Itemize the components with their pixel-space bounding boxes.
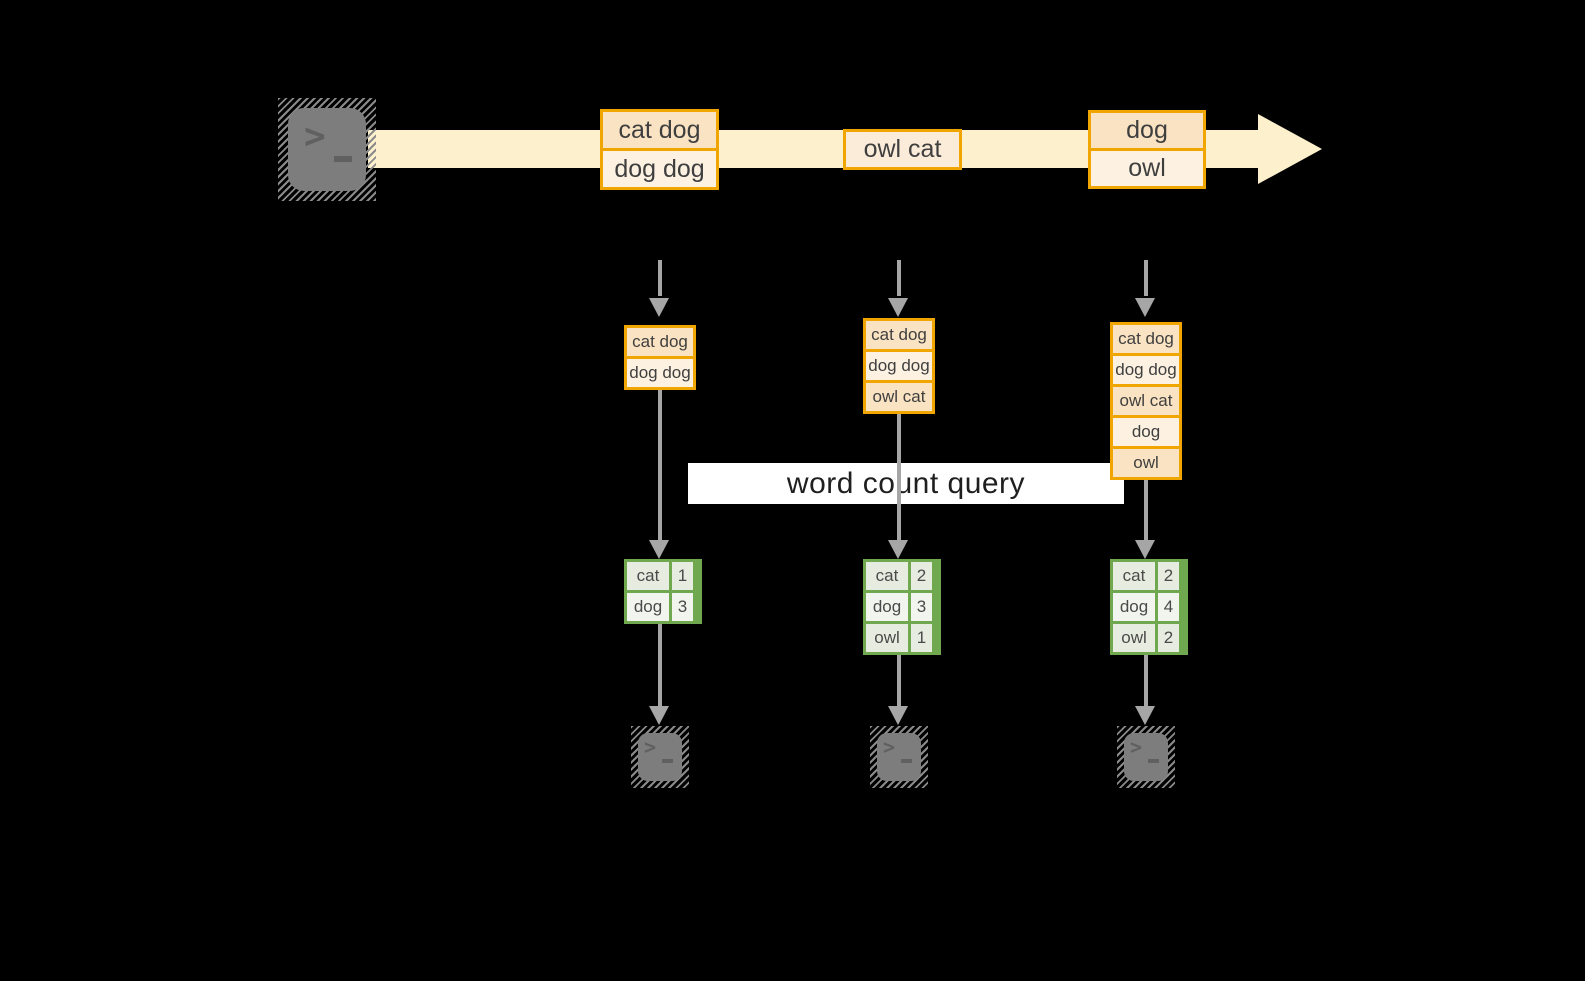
terminal-prompt-glyph: > bbox=[304, 116, 326, 157]
stream-batch-3: dog owl bbox=[1088, 110, 1206, 189]
count-cell: 3 bbox=[911, 593, 932, 621]
count-cell: 2 bbox=[911, 562, 932, 590]
terminal-cursor bbox=[901, 759, 912, 763]
table-row: dog 3 bbox=[627, 593, 699, 621]
count-cell: 1 bbox=[911, 624, 932, 652]
word-cell: dog bbox=[627, 593, 669, 621]
record: cat dog bbox=[627, 328, 693, 356]
word-cell: cat bbox=[1113, 562, 1155, 590]
terminal-icon: > bbox=[638, 733, 682, 781]
arrowhead-icon bbox=[649, 298, 669, 317]
arrowhead-icon bbox=[1135, 706, 1155, 725]
count-cell: 1 bbox=[672, 562, 693, 590]
buffer-stack-1: cat dog dog dog bbox=[624, 325, 696, 390]
source-terminal-icon: > bbox=[278, 98, 376, 201]
count-cell: 3 bbox=[672, 593, 693, 621]
terminal-icon: > bbox=[1124, 733, 1168, 781]
terminal-prompt-glyph: > bbox=[1130, 735, 1143, 759]
arrowhead-icon bbox=[649, 706, 669, 725]
count-table-1: cat 1 dog 3 bbox=[624, 559, 702, 624]
terminal-icon: > bbox=[288, 108, 366, 191]
table-row: cat 2 bbox=[866, 562, 938, 590]
record: dog dog bbox=[866, 352, 932, 380]
table-row: dog 4 bbox=[1113, 593, 1185, 621]
sink-terminal-icon-1: > bbox=[631, 726, 689, 788]
record: owl bbox=[1091, 151, 1203, 186]
dashed-arrow-line bbox=[1144, 260, 1148, 296]
record: dog dog bbox=[627, 359, 693, 387]
record: owl cat bbox=[846, 132, 959, 167]
terminal-prompt-glyph: > bbox=[644, 735, 657, 759]
connector-line bbox=[658, 624, 662, 706]
count-table-3: cat 2 dog 4 owl 2 bbox=[1110, 559, 1188, 655]
word-cell: cat bbox=[866, 562, 908, 590]
query-label-band: word count query bbox=[688, 463, 1124, 504]
record: owl bbox=[1113, 449, 1179, 477]
word-cell: owl bbox=[866, 624, 908, 652]
table-row: cat 2 bbox=[1113, 562, 1185, 590]
record: cat dog bbox=[866, 321, 932, 349]
connector-line bbox=[1144, 655, 1148, 706]
count-cell: 2 bbox=[1158, 562, 1179, 590]
record: dog dog bbox=[603, 151, 716, 187]
dashed-arrow-line bbox=[658, 260, 662, 296]
record: dog bbox=[1113, 418, 1179, 446]
word-cell: dog bbox=[1113, 593, 1155, 621]
sink-terminal-icon-2: > bbox=[870, 726, 928, 788]
record: cat dog bbox=[1113, 325, 1179, 353]
terminal-icon: > bbox=[877, 733, 921, 781]
stream-batch-1: cat dog dog dog bbox=[600, 109, 719, 190]
table-row: owl 1 bbox=[866, 624, 938, 652]
connector-line bbox=[897, 655, 901, 706]
count-cell: 2 bbox=[1158, 624, 1179, 652]
terminal-cursor bbox=[662, 759, 673, 763]
count-cell: 4 bbox=[1158, 593, 1179, 621]
table-row: cat 1 bbox=[627, 562, 699, 590]
terminal-prompt-glyph: > bbox=[883, 735, 896, 759]
connector-line bbox=[897, 412, 901, 540]
sink-terminal-icon-3: > bbox=[1117, 726, 1175, 788]
record: owl cat bbox=[1113, 387, 1179, 415]
word-cell: owl bbox=[1113, 624, 1155, 652]
terminal-cursor bbox=[1148, 759, 1159, 763]
record: dog dog bbox=[1113, 356, 1179, 384]
connector-line bbox=[1144, 478, 1148, 540]
arrowhead-icon bbox=[888, 706, 908, 725]
count-table-2: cat 2 dog 3 owl 1 bbox=[863, 559, 941, 655]
arrowhead-icon bbox=[1135, 298, 1155, 317]
stream-batch-2: owl cat bbox=[843, 129, 962, 170]
arrowhead-icon bbox=[1135, 540, 1155, 559]
record: dog bbox=[1091, 113, 1203, 148]
record: owl cat bbox=[866, 383, 932, 411]
word-cell: dog bbox=[866, 593, 908, 621]
stream-arrowhead-icon bbox=[1258, 114, 1322, 184]
table-row: owl 2 bbox=[1113, 624, 1185, 652]
arrowhead-icon bbox=[888, 540, 908, 559]
dashed-arrow-line bbox=[897, 260, 901, 296]
arrowhead-icon bbox=[649, 540, 669, 559]
arrowhead-icon bbox=[888, 298, 908, 317]
table-row: dog 3 bbox=[866, 593, 938, 621]
terminal-cursor bbox=[334, 156, 352, 162]
buffer-stack-2: cat dog dog dog owl cat bbox=[863, 318, 935, 414]
connector-line bbox=[658, 388, 662, 540]
buffer-stack-3: cat dog dog dog owl cat dog owl bbox=[1110, 322, 1182, 480]
record: cat dog bbox=[603, 112, 716, 148]
word-cell: cat bbox=[627, 562, 669, 590]
